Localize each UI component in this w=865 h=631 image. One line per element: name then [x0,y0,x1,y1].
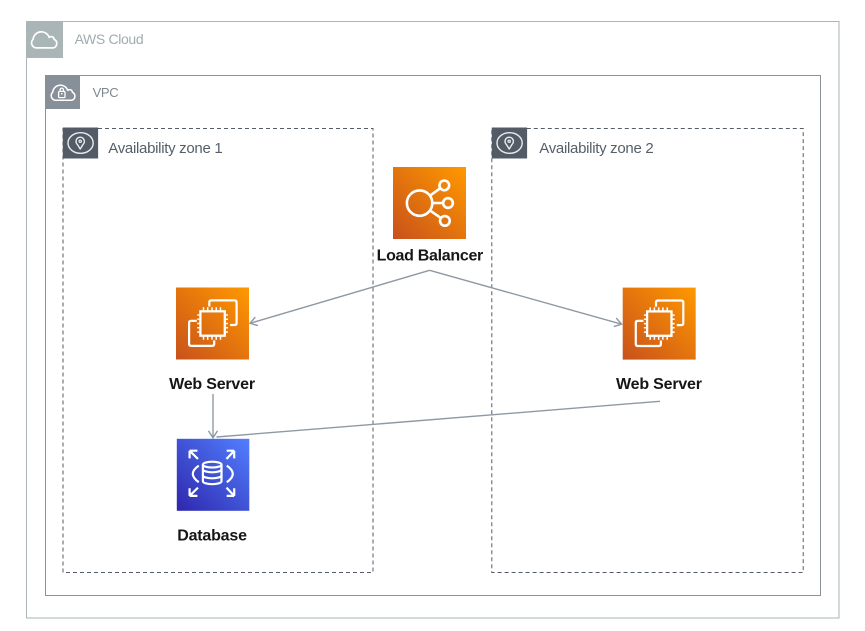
svg-text:Database: Database [177,528,247,545]
svg-text:AWS Cloud: AWS Cloud [75,31,144,47]
svg-text:Availability zone 1: Availability zone 1 [108,140,222,157]
svg-text:Web Server: Web Server [169,376,255,393]
svg-text:Web Server: Web Server [616,376,702,393]
svg-text:Load Balancer: Load Balancer [377,247,483,264]
svg-text:VPC: VPC [93,85,119,100]
svg-text:Availability zone 2: Availability zone 2 [539,140,653,157]
